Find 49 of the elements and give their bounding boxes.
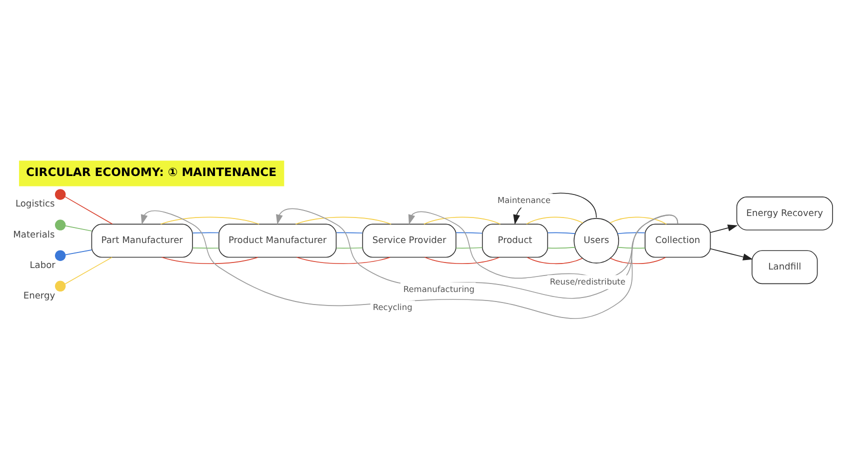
edge-label: Maintenance — [497, 194, 551, 205]
connector — [160, 216, 260, 224]
connector — [456, 232, 483, 234]
connector — [336, 232, 363, 233]
connector — [424, 216, 501, 224]
node-label: Labor — [30, 260, 56, 270]
arrow — [710, 248, 753, 260]
arrow — [408, 210, 678, 278]
connector — [617, 246, 646, 248]
connector — [526, 216, 584, 224]
connector — [64, 249, 92, 255]
edge-label: Remanufacturing — [403, 284, 474, 294]
edge-label: Reuse/redistribute — [550, 276, 626, 286]
connector — [424, 256, 500, 264]
edge-label: Recycling — [372, 302, 412, 312]
node-label: Materials — [13, 230, 55, 240]
node-label: Energy — [23, 290, 56, 301]
connector — [64, 224, 92, 231]
node-box: Part Manufacturer — [91, 223, 193, 258]
node-box: Product Manufacturer — [218, 223, 337, 258]
node-circle: Users — [574, 218, 620, 263]
connector — [456, 246, 483, 248]
connector — [295, 216, 392, 224]
connector — [296, 256, 390, 264]
arrow — [140, 210, 678, 318]
node-box: Landfill — [752, 250, 818, 284]
node-circle — [54, 280, 66, 292]
connector — [547, 232, 576, 234]
connector — [610, 216, 667, 224]
connector — [617, 232, 646, 234]
node-circle — [54, 219, 66, 230]
connector — [547, 246, 576, 248]
connector — [526, 256, 583, 264]
node-circle — [54, 188, 66, 200]
connector — [64, 196, 113, 224]
connector — [64, 256, 112, 284]
connector — [610, 256, 666, 264]
connector — [192, 232, 220, 233]
arrow — [710, 224, 738, 232]
diagram-title: CIRCULAR ECONOMY: ① MAINTENANCE — [26, 164, 276, 179]
node-box: Product — [482, 223, 548, 258]
node-box: Energy Recovery — [736, 196, 833, 230]
node-circle — [54, 250, 66, 260]
connector — [161, 256, 258, 264]
node-box: Service Provider — [362, 223, 456, 258]
node-box: Collection — [644, 223, 711, 258]
node-label: Logistics — [15, 199, 55, 210]
connector — [336, 246, 363, 248]
connector — [192, 247, 220, 248]
